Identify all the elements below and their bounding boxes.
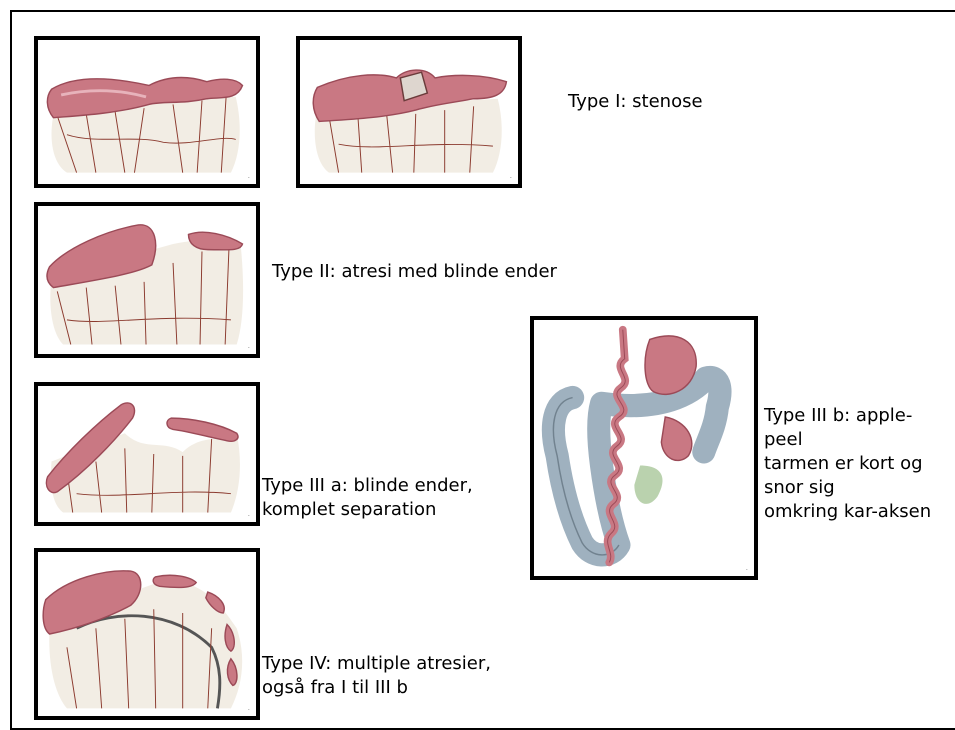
illustration-type3b-apple-peel: . (530, 316, 758, 580)
type4-drawing (38, 552, 256, 716)
slide: . . Type I: stenose . Type II: atresi me… (10, 10, 955, 730)
type1-a-drawing (38, 40, 256, 184)
label-type3b: Type III b: apple- peel tarmen er kort o… (764, 404, 931, 524)
figure-marker: . (248, 172, 250, 180)
figure-marker: . (510, 172, 512, 180)
label-type4-line2: også fra I til III b (262, 676, 491, 700)
label-type4-line1: Type IV: multiple atresier, (262, 652, 491, 676)
label-type3b-line4: snor sig (764, 476, 931, 500)
label-type3b-line2: peel (764, 428, 931, 452)
label-type3b-line1: Type III b: apple- (764, 404, 931, 428)
label-type1-text: Type I: stenose (568, 90, 703, 114)
type1-b-drawing (300, 40, 518, 184)
label-type3b-line5: omkring kar-aksen (764, 500, 931, 524)
label-type3a: Type III a: blinde ender, komplet separa… (262, 474, 473, 522)
figure-marker: . (248, 510, 250, 518)
label-type1: Type I: stenose (568, 90, 703, 114)
figure-marker: . (248, 342, 250, 350)
label-type3a-line2: komplet separation (262, 498, 473, 522)
illustration-type1-stenosis-a: . (34, 36, 260, 188)
label-type3b-line3: tarmen er kort og (764, 452, 931, 476)
illustration-type2-atresia: . (34, 202, 260, 358)
illustration-type4-multiple-atresia: . (34, 548, 260, 720)
label-type3a-line1: Type III a: blinde ender, (262, 474, 473, 498)
label-type2: Type II: atresi med blinde ender (272, 260, 557, 284)
figure-marker: . (746, 564, 748, 572)
type3a-drawing (38, 386, 256, 522)
figure-marker: . (248, 704, 250, 712)
illustration-type1-stenosis-b: . (296, 36, 522, 188)
label-type2-text: Type II: atresi med blinde ender (272, 260, 557, 284)
type3b-drawing (534, 320, 754, 576)
label-type4: Type IV: multiple atresier, også fra I t… (262, 652, 491, 700)
type2-drawing (38, 206, 256, 354)
illustration-type3a-blind-ends: . (34, 382, 260, 526)
